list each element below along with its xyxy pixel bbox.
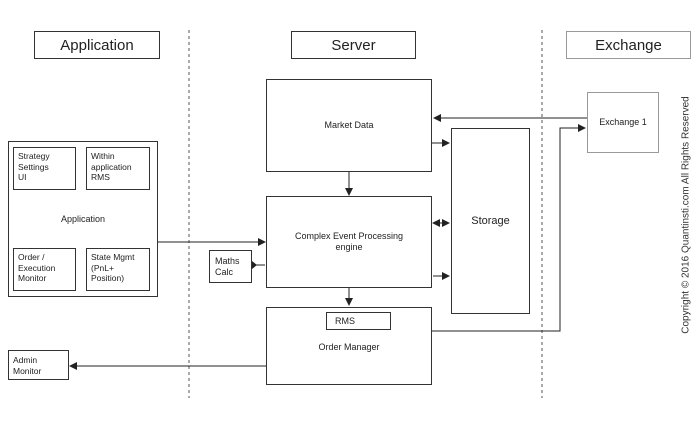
storage-label: Storage [471, 214, 510, 227]
application-header: Application [34, 31, 160, 59]
copyright-text: Copyright © 2016 Quantinsti.com All Righ… [680, 96, 692, 334]
exchange-header: Exchange [566, 31, 691, 59]
within-line2: application [91, 161, 132, 172]
state-line1: State Mgmt [91, 252, 135, 262]
within-application-rms-node: Within application RMS [86, 147, 150, 190]
application-header-label: Application [60, 36, 134, 54]
within-line1: Within [91, 151, 115, 161]
admin-line1: Admin [13, 355, 38, 365]
strategy-line3: UI [18, 172, 27, 182]
maths-calc-node: Maths Calc [209, 250, 252, 283]
maths-calc-line2: Calc [215, 266, 234, 277]
exchange-header-label: Exchange [595, 36, 662, 54]
market-data-label: Market Data [324, 120, 374, 130]
market-data-node: Market Data [266, 79, 432, 172]
exchange1-node: Exchange 1 [587, 92, 659, 153]
storage-node: Storage [451, 128, 530, 314]
state-mgmt-node: State Mgmt (PnL+ Position) [86, 248, 150, 291]
cep-label-line1: Complex Event Processing [294, 231, 404, 241]
exchange1-label: Exchange 1 [599, 117, 647, 127]
rms-label: RMS [335, 315, 355, 326]
strategy-settings-ui-node: Strategy Settings UI [13, 147, 76, 190]
server-header-label: Server [331, 36, 376, 54]
state-line3: Position) [91, 273, 125, 283]
arrow-ordermanager-to-exchange [432, 124, 586, 332]
within-line3: RMS [91, 172, 110, 182]
order-exec-line2: Execution [18, 262, 56, 273]
maths-calc-line1: Maths [215, 255, 240, 266]
strategy-line2: Settings [18, 161, 49, 172]
order-manager-label: Order Manager [318, 342, 380, 352]
order-exec-line1: Order / [18, 252, 45, 262]
server-header: Server [291, 31, 416, 59]
order-exec-line3: Monitor [18, 273, 47, 283]
cep-engine-node: Complex Event Processing engine [266, 196, 432, 288]
strategy-line1: Strategy [18, 151, 50, 161]
admin-line2: Monitor [13, 365, 42, 376]
state-line2: (PnL+ [91, 262, 114, 273]
order-execution-monitor-node: Order / Execution Monitor [13, 248, 76, 291]
admin-monitor-node: Admin Monitor [8, 350, 69, 380]
application-label: Application [60, 213, 106, 224]
rms-node: RMS [326, 312, 391, 330]
cep-label-line2: engine [335, 242, 363, 252]
